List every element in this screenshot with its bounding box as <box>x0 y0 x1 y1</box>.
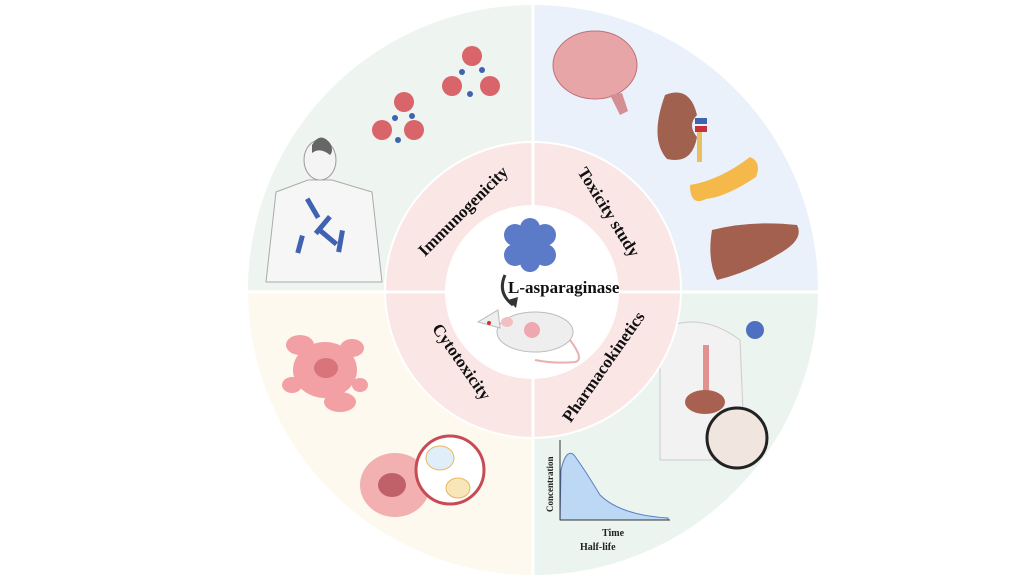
digestive-system-illustration <box>659 321 769 470</box>
center-circle <box>445 205 619 379</box>
brain-illustration <box>552 30 638 115</box>
liver-illustration <box>710 223 799 280</box>
pancreas-illustration <box>690 157 758 202</box>
arrow-icon <box>500 274 514 307</box>
chart-caption: Half-life <box>580 542 616 553</box>
cancer-cell-illustration <box>360 434 486 517</box>
mouse-illustration <box>476 309 580 364</box>
chart-ylabel: Concentration <box>545 457 555 513</box>
concentration-time-chart: Concentration Time Half-life <box>545 440 670 553</box>
human-body-illustration <box>265 137 383 283</box>
enzyme-protein-icon <box>504 218 556 272</box>
center-label: L-asparaginase <box>508 278 620 297</box>
antibody-clusters-illustration <box>372 46 500 143</box>
chart-xlabel: Time <box>602 528 625 539</box>
kidney-illustration <box>657 92 707 162</box>
fragmented-cell-illustration <box>282 335 368 412</box>
